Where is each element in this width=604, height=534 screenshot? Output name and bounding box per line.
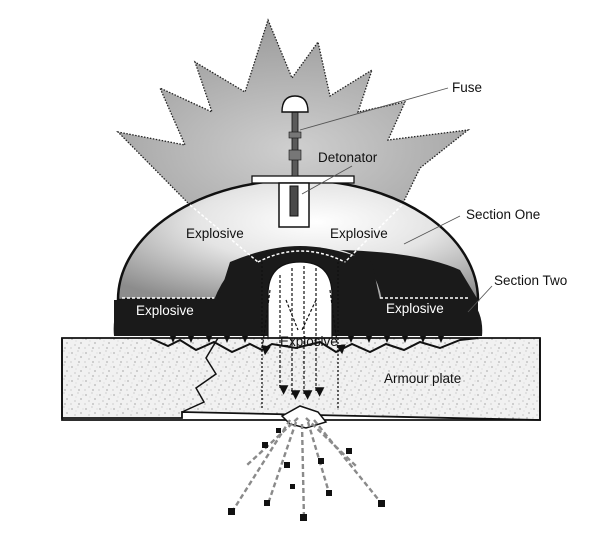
cone-arc-dashed <box>257 250 346 263</box>
plate-crack <box>181 337 219 413</box>
section-two-inner-right <box>340 250 478 300</box>
spall-fragments <box>228 428 385 521</box>
leader-lines <box>299 87 493 313</box>
detonator-core <box>289 185 299 217</box>
fuse-cap-icon <box>281 95 309 113</box>
fuse-stem <box>291 109 299 177</box>
label-armour-plate: Armour plate <box>384 371 461 386</box>
label-explosive-upper-right: Explosive <box>330 226 388 241</box>
penetration-channel <box>261 262 339 408</box>
cone-boundary-dashed <box>189 204 403 263</box>
penetrator-jet <box>267 261 333 341</box>
pressure-arrows <box>170 336 444 343</box>
label-section-two: Section Two <box>494 273 567 288</box>
crater-edge <box>149 337 479 354</box>
spall-trails <box>230 417 383 521</box>
fuse-collar-lower <box>288 149 302 161</box>
label-explosive-center: Explosive <box>280 334 338 349</box>
label-explosive-upper-left: Explosive <box>186 226 244 241</box>
label-detonator: Detonator <box>318 150 378 165</box>
detonator-plate <box>251 175 355 184</box>
section-two-right-wing <box>380 298 483 336</box>
label-explosive-lower-right: Explosive <box>386 301 444 316</box>
label-explosive-lower-left: Explosive <box>136 303 194 318</box>
section-two-left-wing <box>113 298 214 336</box>
fuse-collar <box>288 131 302 139</box>
jet-arrows <box>261 266 346 400</box>
label-fuse: Fuse <box>452 80 482 95</box>
label-section-one: Section One <box>466 207 540 222</box>
